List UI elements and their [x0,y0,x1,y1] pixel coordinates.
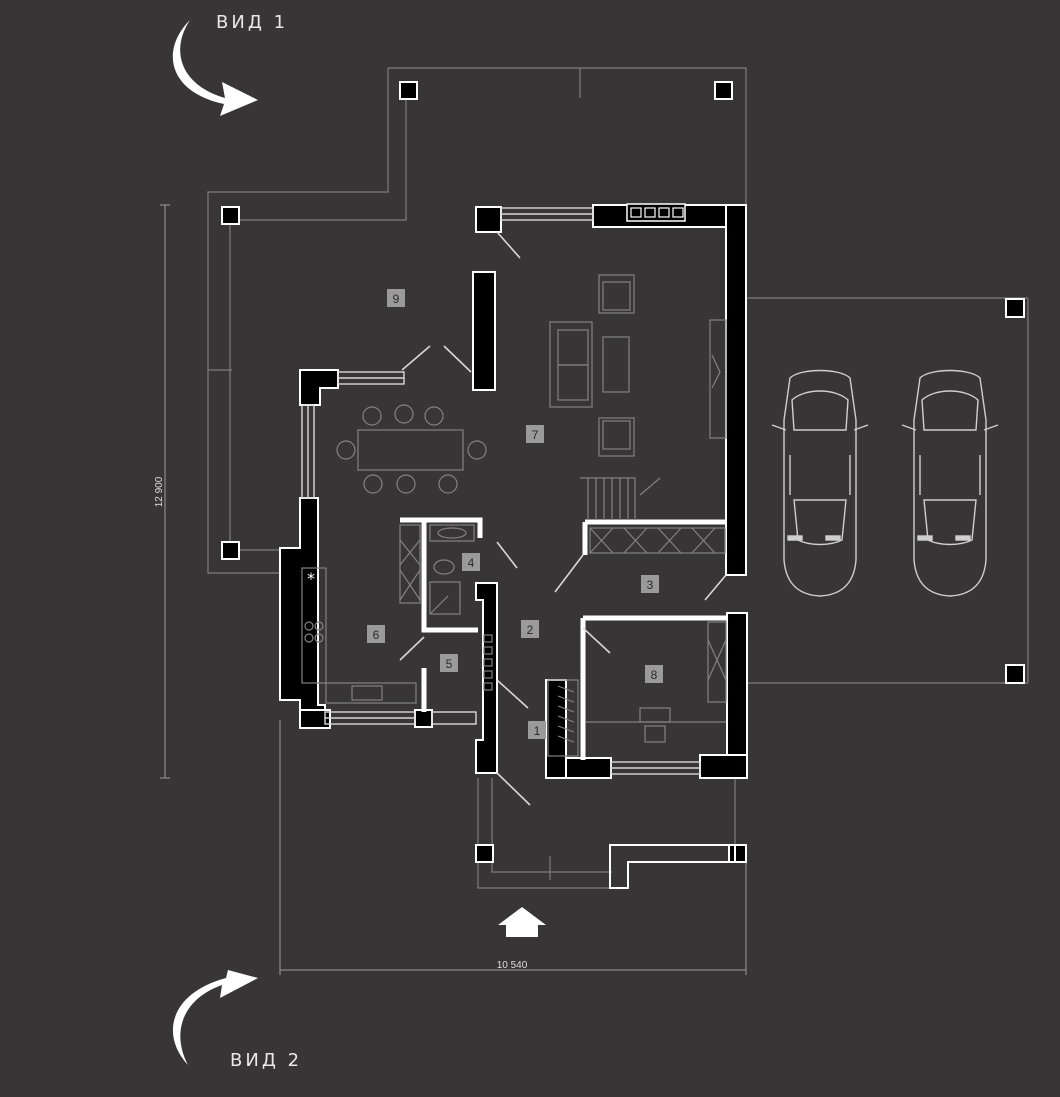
car-left-icon [771,369,869,597]
partitions [400,517,727,760]
view-2-label: ВИД 2 [230,1050,303,1071]
dimension-width-label: 10 540 [497,960,528,971]
fireplace [626,203,686,222]
room-tag-9: 9 [387,289,405,307]
room-number-2: 2 [527,623,534,637]
view-2-arrow-icon [172,970,258,1065]
dimension-height [160,204,170,779]
room-tag-1: 1 [528,721,546,739]
walls [279,204,748,779]
room-tag-4: 4 [462,553,480,571]
entrance-arrow-icon [498,907,546,937]
room-tag-2: 2 [521,620,539,638]
room-tag-7: 7 [526,425,544,443]
room-number-4: 4 [468,556,475,570]
room-number-3: 3 [647,578,654,592]
room-number-9: 9 [393,292,400,306]
view-1-arrow-icon [172,20,258,116]
dimension-width [279,720,747,975]
columns [221,81,1025,863]
room-number-5: 5 [446,657,453,671]
room-number-8: 8 [651,668,658,682]
doors [399,231,727,806]
hob-icon: * [307,569,315,588]
room-number-1: 1 [534,724,541,738]
room-number-7: 7 [532,428,539,442]
furniture [301,274,727,757]
dimension-height-label: 12 900 [154,476,165,507]
terrace-outline [207,67,1029,889]
room-tag-6: 6 [367,625,385,643]
room-tags: 9 7 4 3 6 2 5 8 1 [367,289,663,739]
room-tag-8: 8 [645,665,663,683]
room-tag-5: 5 [440,654,458,672]
car-right-icon [901,369,999,597]
windows [301,207,701,775]
view-1-label: ВИД 1 [216,12,289,33]
room-number-6: 6 [373,628,380,642]
room-tag-3: 3 [641,575,659,593]
